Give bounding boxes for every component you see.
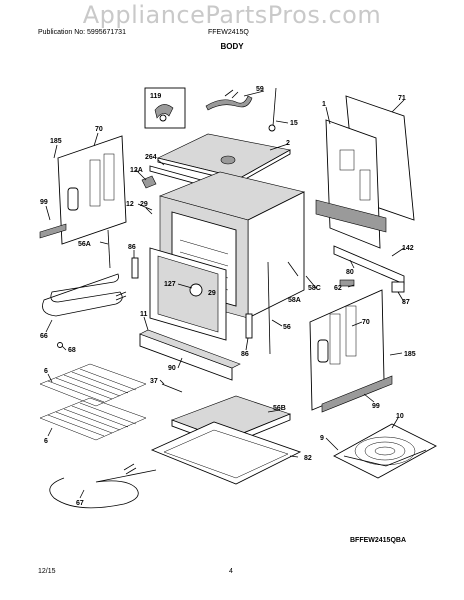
callout-99-right: 99 — [372, 403, 380, 410]
callout-59: 59 — [256, 86, 264, 93]
callout-142: 142 — [402, 245, 414, 252]
callout-29-upper: 29 — [140, 201, 148, 208]
callout-15: 15 — [290, 120, 298, 127]
callout-86-left: 86 — [128, 244, 136, 251]
callout-29-lower: 29 — [208, 290, 216, 297]
callout-56: 56 — [283, 324, 291, 331]
callout-11: 11 — [140, 311, 148, 318]
watermark: AppliancePartsPros.com — [82, 1, 382, 29]
part-67-element — [49, 463, 157, 509]
oven-body — [149, 171, 305, 341]
part-2-top-panel — [157, 133, 291, 183]
callout-82: 82 — [304, 455, 312, 462]
part-82-bottom-tray — [150, 421, 302, 485]
rear-panel — [315, 95, 415, 249]
callout-56B: 56B — [273, 405, 286, 412]
callout-119: 119 — [150, 93, 161, 100]
right-side-panel — [309, 289, 385, 411]
lower-brackets — [333, 245, 405, 293]
part-10-bake-element — [333, 423, 437, 479]
callout-37: 37 — [150, 378, 158, 385]
callout-90: 90 — [168, 365, 176, 372]
callout-71: 71 — [398, 95, 406, 102]
callout-87: 87 — [402, 299, 410, 306]
callout-56A: 56A — [78, 241, 91, 248]
part-86-bracket-right — [245, 313, 253, 339]
callout-58C: 58C — [308, 285, 321, 292]
part-119-inset — [144, 87, 186, 129]
callout-67: 67 — [76, 500, 84, 507]
callout-264: 264 — [145, 154, 157, 161]
leader-lines — [45, 90, 405, 499]
callout-68: 68 — [68, 347, 76, 354]
footer-date: 12/15 — [38, 568, 56, 575]
diagram-code: BFFEW2415QBA — [350, 537, 407, 544]
callout-9: 9 — [320, 435, 324, 442]
page-number: 4 — [229, 568, 233, 575]
part-86-bracket-left — [131, 257, 139, 279]
callout-127: 127 — [164, 281, 176, 288]
callout-6-upper: 6 — [44, 368, 48, 375]
model-number: FFEW2415Q — [208, 29, 249, 36]
part-15-sensor — [268, 87, 277, 132]
callout-70-left: 70 — [95, 126, 103, 133]
callout-80: 80 — [346, 269, 354, 276]
part-6-oven-racks — [39, 363, 147, 441]
callout-86-right: 86 — [241, 351, 249, 358]
callout-185-left: 185 — [50, 138, 62, 145]
callout-62: 62 — [334, 285, 342, 292]
publication-number: Publication No: 5995671731 — [38, 29, 126, 36]
part-37-pin — [161, 383, 183, 393]
callout-1: 1 — [322, 101, 326, 108]
left-side-panel — [39, 135, 127, 269]
callout-70-right: 70 — [362, 319, 370, 326]
part-59-harness — [205, 89, 253, 111]
callout-99-left: 99 — [40, 199, 48, 206]
callout-2: 2 — [286, 140, 290, 147]
callout-58A: 58A — [288, 297, 301, 304]
part-66-broil-element — [42, 273, 127, 317]
callout-66: 66 — [40, 333, 48, 340]
part-56-strip — [267, 261, 271, 355]
callout-6-lower: 6 — [44, 438, 48, 445]
part-99-bracket-right — [321, 375, 393, 413]
callout-12: 12 — [126, 201, 134, 208]
callout-185-right: 185 — [404, 351, 416, 358]
callout-12A: 12A — [130, 167, 143, 174]
part-68-screw — [57, 342, 63, 348]
callout-10: 10 — [396, 413, 404, 420]
part-90-kickplate — [139, 329, 241, 381]
section-title: BODY — [220, 42, 244, 51]
